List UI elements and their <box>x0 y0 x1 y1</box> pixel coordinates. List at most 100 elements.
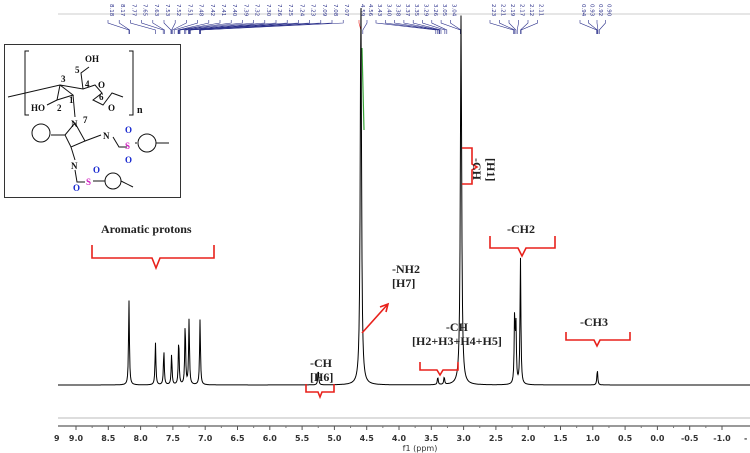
peak-label-connector <box>130 20 156 34</box>
x-tick-label: 4.0 <box>392 434 407 443</box>
peak-label: 2.19 <box>509 4 515 17</box>
peak-label-connector <box>508 20 517 34</box>
nh2-arrow <box>361 303 389 334</box>
peak-label: 3.37 <box>404 4 410 17</box>
peak-label-connector <box>188 20 277 34</box>
peak-label-connector <box>189 20 299 34</box>
x-tick-label: 3.0 <box>457 434 472 443</box>
ch-h2-h5-label-line2: [H2+H3+H4+H5] <box>412 334 502 348</box>
peak-label: 7.39 <box>242 4 248 17</box>
ch-h1-label-line2: -CH <box>470 158 484 180</box>
ch2-brace <box>489 236 556 258</box>
x-tick-label: 8.5 <box>101 434 116 443</box>
peak-label: 7.77 <box>130 4 136 17</box>
x-tick-label: 6.5 <box>230 434 245 443</box>
peak-label-connector <box>412 20 442 34</box>
peak-label: 2.11 <box>538 4 544 16</box>
peak-label: 7.32 <box>254 4 260 16</box>
peak-label: 3.26 <box>432 4 438 17</box>
x-tick-label: 1.0 <box>586 434 601 443</box>
peak-label-connector <box>394 20 440 34</box>
peak-label-connector <box>152 20 165 34</box>
peak-label: 0.92 <box>597 4 603 16</box>
peak-label: 3.35 <box>413 4 419 17</box>
peak-label-connector <box>118 20 130 34</box>
peak-label: 0.94 <box>580 4 586 17</box>
peak-label-connector <box>596 20 599 34</box>
struct-label-7: 7 <box>83 115 88 125</box>
struct-label-o3: O <box>93 165 100 175</box>
peak-label: 7.30 <box>265 4 271 17</box>
struct-label-2: 2 <box>57 103 62 113</box>
ch-h6-label-line1: -CH <box>310 356 332 370</box>
peak-label: 7.63 <box>153 4 159 17</box>
nh2-arrowhead <box>379 302 390 313</box>
peak-label: 4.56 <box>367 4 373 17</box>
peak-label-connector <box>199 20 322 34</box>
x-tick-label: -1.0 <box>713 434 731 443</box>
peak-label: 3.04 <box>450 4 456 17</box>
x-tick-label: 0.0 <box>650 434 665 443</box>
peak-label-connector <box>188 20 288 34</box>
peak-label: 8.18 <box>108 4 114 17</box>
struct-label-n3: N <box>71 161 78 171</box>
peak-label-connector <box>163 20 172 34</box>
peak-label-connector <box>200 20 344 34</box>
peak-label-connector <box>598 20 606 34</box>
struct-label-o4: O <box>73 183 80 193</box>
peak-label-connector <box>489 20 514 34</box>
peak-label: 7.07 <box>343 4 349 17</box>
peak-label: 3.05 <box>441 4 447 17</box>
struct-label-o-link: O <box>108 103 115 113</box>
ch-h2-h5-label: -CH[H2+H3+H4+H5] <box>412 320 502 348</box>
ch-h6-label: -CH[H6] <box>310 356 333 384</box>
x-tick-label: 2.5 <box>489 434 504 443</box>
x-tick-label: 9.0 <box>69 434 84 443</box>
chemical-structure-inset: OH 5 3 4 O 6 O 1 HO 2 7 N N N n S O O S … <box>4 44 181 198</box>
axis-edge-label-right: - <box>744 434 747 443</box>
nh2-label: -NH2[H7] <box>392 262 420 290</box>
peak-label: 7.40 <box>231 4 237 17</box>
nh2-label-line2: [H7] <box>392 276 416 290</box>
h1-brace <box>462 147 479 185</box>
peak-label: 2.17 <box>519 4 525 17</box>
peak-label: 3.40 <box>385 4 391 17</box>
peak-label: 2.23 <box>490 4 496 17</box>
x-axis-label: f1 (ppm) <box>403 444 438 453</box>
peak-label-connector <box>185 20 266 34</box>
peak-label-connector <box>179 20 243 34</box>
peak-label-connector <box>141 20 164 34</box>
peak-label-connector <box>440 20 461 34</box>
peak-label: 4.59 <box>359 4 365 17</box>
x-tick-label: 4.5 <box>360 434 375 443</box>
x-tick-label: 7.0 <box>198 434 213 443</box>
peak-label: 3.38 <box>395 4 401 17</box>
ch3-brace <box>565 332 631 348</box>
struct-label-ho: HO <box>31 103 45 113</box>
ch-h6-label-line2: [H6] <box>310 370 334 384</box>
peak-label: 7.08 <box>332 4 338 17</box>
x-tick-label: 1.5 <box>553 434 568 443</box>
peak-label-connector <box>171 20 187 34</box>
peak-label-connector <box>171 20 176 34</box>
peak-label-connector <box>184 20 254 34</box>
x-tick-label: 5.5 <box>295 434 310 443</box>
struct-label-s1: S <box>125 141 130 151</box>
struct-label-oh: OH <box>85 54 99 64</box>
peak-label: 7.51 <box>186 4 192 16</box>
x-tick-label: 8.0 <box>134 434 149 443</box>
peak-label-connector <box>422 20 446 34</box>
peak-label: 3.43 <box>376 4 382 17</box>
peak-label: 7.48 <box>198 4 204 17</box>
peak-label: 7.41 <box>220 4 226 16</box>
peak-label: 2.12 <box>528 4 534 16</box>
ch-h2-h5-label-line1: -CH <box>445 320 468 334</box>
peak-label: 7.26 <box>276 4 282 17</box>
aromatic-brace <box>91 245 215 271</box>
peak-label: 8.17 <box>119 4 125 17</box>
struct-label-5: 5 <box>75 65 80 75</box>
peak-label-connector <box>403 20 440 34</box>
struct-label-o1: O <box>125 125 132 135</box>
